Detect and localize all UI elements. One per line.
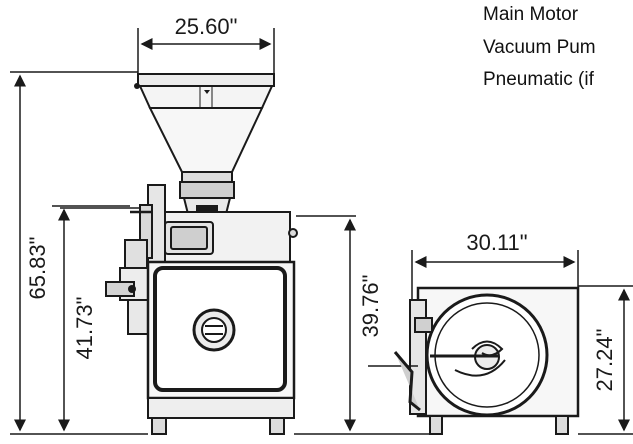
feed-collar xyxy=(179,171,235,215)
dim-width-top-label: 25.60" xyxy=(175,14,238,39)
dimension-lines xyxy=(10,28,633,435)
front-view xyxy=(60,73,298,435)
hopper xyxy=(134,73,275,173)
side-view xyxy=(368,286,580,435)
spec-vacuum-pump: Vacuum Pum xyxy=(483,37,596,58)
dim-cabinet-height-label: 39.76" xyxy=(358,275,383,338)
machine-base xyxy=(147,397,295,435)
side-assembly xyxy=(105,239,151,335)
control-head xyxy=(60,184,298,263)
spec-pneumatic: Pneumatic (if xyxy=(483,69,594,90)
spec-main-motor: Main Motor xyxy=(483,4,579,25)
main-cabinet xyxy=(146,260,296,400)
dim-depth-label: 30.11" xyxy=(466,230,527,255)
dim-overall-height-label: 65.83" xyxy=(25,237,50,300)
dim-side-height-label: 27.24" xyxy=(592,329,617,392)
dim-body-height-label: 41.73" xyxy=(72,297,97,360)
